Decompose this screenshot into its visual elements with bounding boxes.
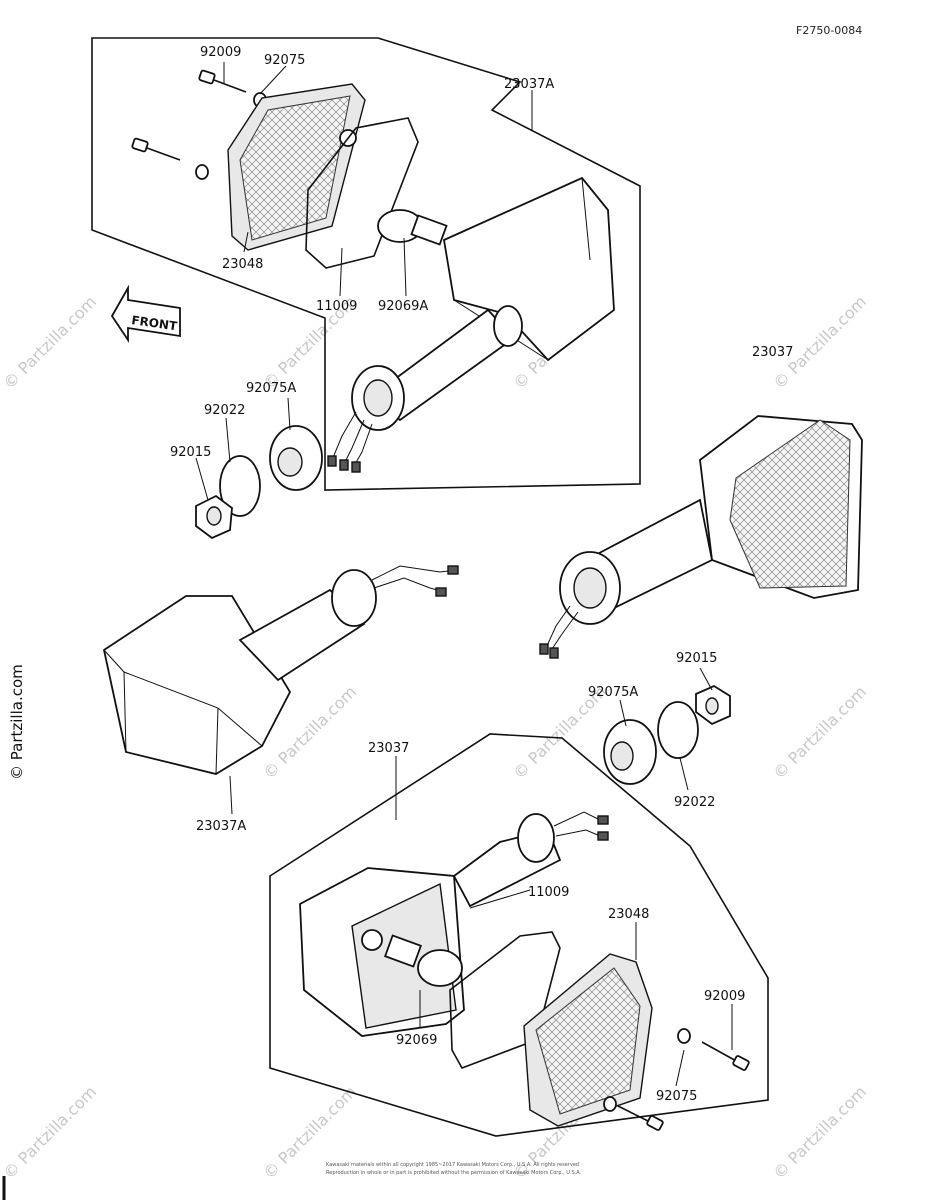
housing-23037A-upper <box>442 176 615 362</box>
upper-turn-signal <box>131 69 615 540</box>
label-92075-top: 92075 <box>264 53 305 68</box>
lens-23048-upper <box>227 83 366 251</box>
washer-92075-lower <box>603 1028 691 1112</box>
stem-upper <box>327 305 523 473</box>
washer-92022-left <box>219 455 261 517</box>
screw-92009-upper <box>131 69 247 161</box>
label-23048-bottom: 23048 <box>608 907 649 922</box>
left-turn-signal-23037A <box>102 565 459 775</box>
label-23037-bottom: 23037 <box>368 741 409 756</box>
rubber-92075A-left <box>269 425 323 491</box>
label-92075A-left: 92075A <box>246 381 296 396</box>
label-92015-left: 92015 <box>170 445 211 460</box>
label-92075A-right: 92075A <box>588 685 638 700</box>
label-23037A-left: 23037A <box>196 819 246 834</box>
nut-92015-left <box>195 494 233 540</box>
washer-92022-right <box>657 701 699 759</box>
copyright-line-2: Reproduction in whole or in part is proh… <box>326 1170 582 1176</box>
label-23037-right: 23037 <box>752 345 793 360</box>
label-92015-right: 92015 <box>676 651 717 666</box>
label-92022-left: 92022 <box>204 403 245 418</box>
label-92069: 92069 <box>396 1033 437 1048</box>
front-arrow: FRONT <box>110 284 181 343</box>
upper-assembly-frame <box>91 37 641 491</box>
part-labels: 92009 92075 23037A 23048 11009 92069A 92… <box>170 45 793 1104</box>
lower-turn-signal <box>299 811 750 1131</box>
watermark-text: © Partzilla.com <box>769 292 870 393</box>
side-watermark-text: © Partzilla.com <box>8 664 26 780</box>
copyright-line-1: Kawasaki materials within all copyright … <box>326 1162 579 1168</box>
label-92009-bottom: 92009 <box>704 989 745 1004</box>
right-fasteners <box>603 684 731 785</box>
leader-lines <box>195 62 733 1087</box>
right-turn-signal-23037 <box>539 415 863 659</box>
label-92022-right: 92022 <box>674 795 715 810</box>
label-23048-top: 23048 <box>222 257 263 272</box>
front-label: FRONT <box>131 313 179 333</box>
bulb-92069 <box>383 934 463 987</box>
label-11009-bottom: 11009 <box>528 885 569 900</box>
label-23037A-top: 23037A <box>504 77 554 92</box>
nut-92015-right <box>695 684 731 726</box>
gasket-11009-upper <box>305 117 419 269</box>
rubber-92075A-right <box>603 719 657 785</box>
bulb-92069A <box>377 209 448 246</box>
watermark-text: © Partzilla.com <box>0 292 100 393</box>
label-92009-top: 92009 <box>200 45 241 60</box>
lower-assembly-frame <box>269 733 769 1137</box>
label-92069A: 92069A <box>378 299 428 314</box>
gasket-11009-lower <box>449 931 561 1069</box>
watermark-text: © Partzilla.com <box>769 1082 870 1183</box>
diagram-id: F2750-0084 <box>796 24 862 37</box>
label-92075-bottom: 92075 <box>656 1089 697 1104</box>
watermark-text: © Partzilla.com <box>0 1082 100 1183</box>
label-11009-top: 11009 <box>316 299 357 314</box>
lens-23048-lower <box>523 953 653 1127</box>
screw-92009-lower <box>617 1041 750 1131</box>
watermark-text: © Partzilla.com <box>769 682 870 783</box>
